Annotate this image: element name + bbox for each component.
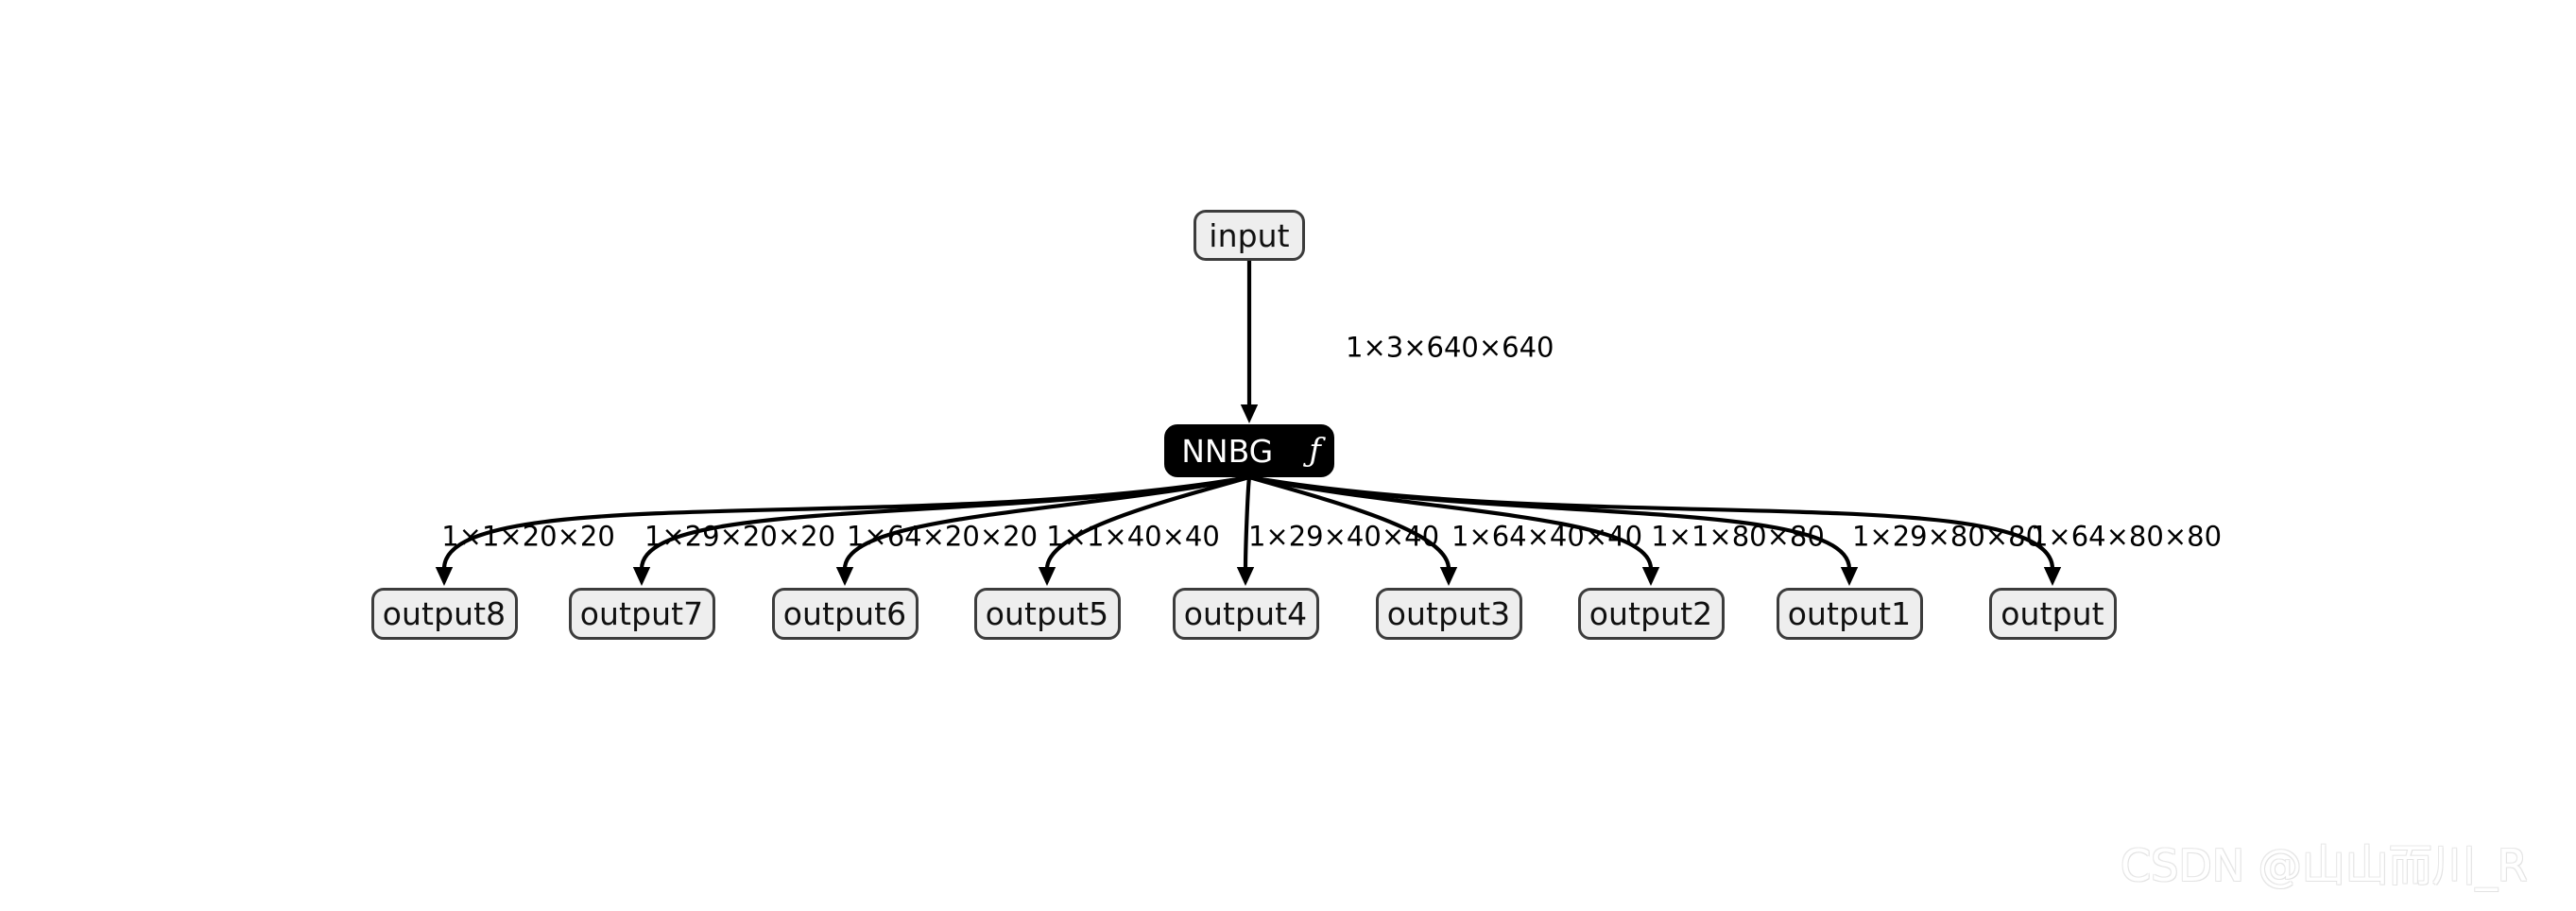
node-output2-label: output2 xyxy=(1589,595,1713,632)
graph-node-output6[interactable]: output6 xyxy=(771,588,919,640)
edge-label-output6: 1×64×20×20 xyxy=(846,520,1039,553)
node-output4-label: output4 xyxy=(1183,595,1308,632)
edge-arrowhead xyxy=(1236,567,1255,586)
edge-label-output2: 1×1×80×80 xyxy=(1651,520,1825,553)
graph-node-output7[interactable]: output7 xyxy=(568,588,715,640)
node-output-label: output xyxy=(2001,595,2104,632)
function-icon: ƒ xyxy=(1309,432,1321,470)
edge-nnbg-to-output7 xyxy=(639,474,1250,570)
csdn-watermark: CSDN @山山而川_R xyxy=(2121,840,2528,891)
node-output5-label: output5 xyxy=(985,595,1109,632)
graph-node-output3[interactable]: output3 xyxy=(1375,588,1522,640)
graph-node-output1[interactable]: output1 xyxy=(1776,588,1923,640)
edge-label-output3: 1×64×40×40 xyxy=(1451,520,1643,553)
edge-arrowhead xyxy=(835,567,854,586)
edge-label-output7: 1×29×20×20 xyxy=(644,520,836,553)
edge-arrowhead xyxy=(2043,567,2062,586)
node-output7-label: output7 xyxy=(579,595,704,632)
edge-arrowhead xyxy=(1439,567,1458,586)
edge-nnbg-to-output3 xyxy=(1248,474,1451,570)
graph-node-input[interactable]: input xyxy=(1194,210,1305,261)
edge-label-output: 1×64×80×80 xyxy=(2030,520,2223,553)
edge-arrowhead xyxy=(1038,567,1056,586)
edge-label-input: 1×3×640×640 xyxy=(1346,331,1554,364)
node-output8-label: output8 xyxy=(382,595,507,632)
edge-nnbg-to-output xyxy=(1248,474,2055,570)
edge-arrowhead xyxy=(632,567,651,586)
node-output1-label: output1 xyxy=(1787,595,1912,632)
edge-nnbg-to-output6 xyxy=(842,474,1250,570)
graph-node-output[interactable]: output xyxy=(1988,588,2117,640)
graph-node-output8[interactable]: output8 xyxy=(370,588,518,640)
edge-arrowhead xyxy=(1240,404,1259,423)
edge-label-output4: 1×29×40×40 xyxy=(1247,520,1440,553)
graph-node-output5[interactable]: output5 xyxy=(973,588,1121,640)
graph-node-nnbg[interactable]: NNBG ƒ xyxy=(1164,424,1334,477)
node-output3-label: output3 xyxy=(1386,595,1511,632)
graph-node-output4[interactable]: output4 xyxy=(1172,588,1319,640)
graph-node-output2[interactable]: output2 xyxy=(1577,588,1725,640)
edge-nnbg-to-output4 xyxy=(1243,476,1252,570)
edge-arrowhead xyxy=(1840,567,1859,586)
edge-label-output1: 1×29×80×80 xyxy=(1851,520,2044,553)
node-input-label: input xyxy=(1209,216,1290,254)
edge-arrowhead xyxy=(1641,567,1660,586)
nnbg-op-name: NNBG xyxy=(1181,432,1274,470)
edge-label-output8: 1×1×20×20 xyxy=(441,520,615,553)
node-output6-label: output6 xyxy=(782,595,907,632)
edge-label-output5: 1×1×40×40 xyxy=(1046,520,1220,553)
edge-arrowhead xyxy=(435,567,454,586)
edge-nnbg-to-output5 xyxy=(1044,474,1250,570)
